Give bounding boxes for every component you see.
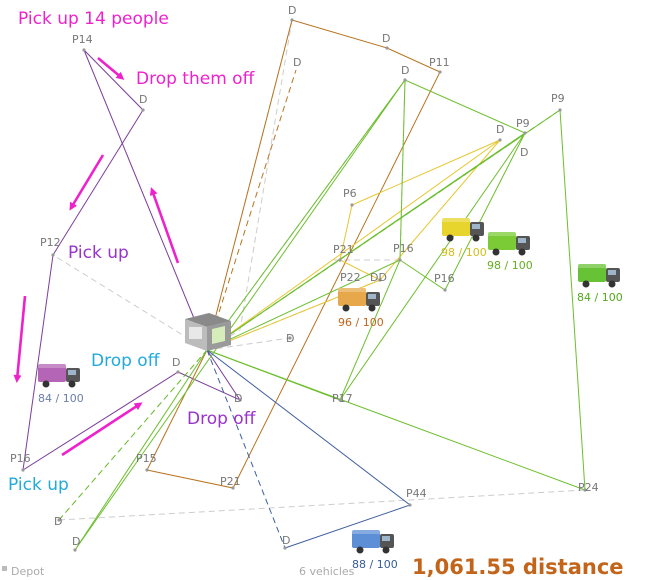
annotations: Pick up 14 people Drop them off Pick up … — [8, 9, 257, 495]
purple-route — [22, 49, 242, 471]
green-route — [58, 78, 586, 551]
node-label-d: D — [382, 32, 390, 45]
node-label-p15: P15 — [136, 452, 157, 465]
node-label-p21-bottom: P21 — [220, 475, 241, 488]
node-label-p11: P11 — [429, 56, 450, 69]
node-label-p16-left: P16 — [10, 452, 31, 465]
node-label-p9-right: P9 — [551, 92, 565, 105]
vehicle-capacity: 88 / 100 — [352, 558, 398, 571]
node-label-d: D — [234, 392, 242, 405]
node-label-d: D — [54, 515, 62, 528]
footer: Depot 6 vehicles 1,061.55 distance — [2, 555, 624, 579]
arrow-icon — [61, 402, 143, 457]
truck-icon — [38, 364, 80, 388]
node-labels: P14 D P12 P16 D D D D D P11 D P9 P9 D D … — [10, 4, 599, 548]
total-distance: 1,061.55 distance — [412, 555, 624, 579]
node-label-p21-mid: P21 — [333, 243, 354, 256]
node-label-p14: P14 — [72, 33, 93, 46]
annotation-drop-off-blue: Drop off — [91, 351, 161, 371]
annotation-drop-off-purple: Drop off — [187, 409, 257, 429]
node-label-d: D — [282, 534, 290, 547]
node-label-p16-right: P16 — [434, 272, 455, 285]
node-label-d: D — [72, 535, 80, 548]
vehicle-capacity: 96 / 100 — [338, 316, 384, 329]
node-label-d: D — [139, 93, 147, 106]
vehicle-capacity: 84 / 100 — [38, 392, 84, 405]
vehicle-capacities: 84 / 100 96 / 100 98 / 100 98 / 100 84 /… — [38, 246, 623, 571]
node-label-p44: P44 — [406, 487, 427, 500]
node-label-d: D — [401, 64, 409, 77]
arrow-icon — [149, 187, 180, 264]
node-label-p12: P12 — [40, 236, 61, 249]
vehicle-capacity: 84 / 100 — [577, 291, 623, 304]
arrow-icon — [97, 57, 125, 80]
node-label-p17: P17 — [332, 392, 353, 405]
annotation-arrows — [13, 57, 180, 457]
node-label-p6: P6 — [343, 187, 357, 200]
routes — [22, 19, 586, 551]
annotation-drop-them-off: Drop them off — [136, 69, 256, 89]
arrow-icon — [13, 295, 27, 383]
truck-icon — [338, 288, 380, 312]
truck-icon — [442, 218, 484, 242]
node-label-d: D — [286, 332, 294, 345]
node-label-dd: DD — [370, 271, 387, 284]
vehicle-capacity: 98 / 100 — [487, 259, 533, 272]
node-label-d: D — [288, 4, 296, 17]
blue-route — [206, 349, 412, 549]
vehicle-capacity: 98 / 100 — [441, 246, 487, 259]
node-markers — [21, 18, 587, 552]
node-label-p22: P22 — [340, 271, 361, 284]
node-label-d: D — [172, 356, 180, 369]
annotation-pick-up-purple: Pick up — [68, 243, 129, 263]
node-label-p16-mid: P16 — [393, 242, 414, 255]
depot-legend-label: Depot — [11, 565, 45, 578]
arrow-icon — [69, 154, 105, 211]
vehicle-icons — [38, 218, 620, 554]
truck-icon — [578, 264, 620, 288]
vehicle-count: 6 vehicles — [299, 565, 355, 578]
annotation-pick-up-blue: Pick up — [8, 475, 69, 495]
node-label-d: D — [496, 123, 504, 136]
truck-icon — [352, 530, 394, 554]
node-label-d: D — [520, 146, 528, 159]
depot-legend-icon — [2, 566, 7, 571]
node-label-d: D — [293, 56, 301, 69]
node-label-p24: P24 — [578, 481, 599, 494]
annotation-pickup-14: Pick up 14 people — [18, 9, 169, 29]
node-label-p9-mid: P9 — [516, 117, 530, 130]
truck-icon — [488, 232, 530, 256]
depot-icon — [185, 313, 231, 351]
